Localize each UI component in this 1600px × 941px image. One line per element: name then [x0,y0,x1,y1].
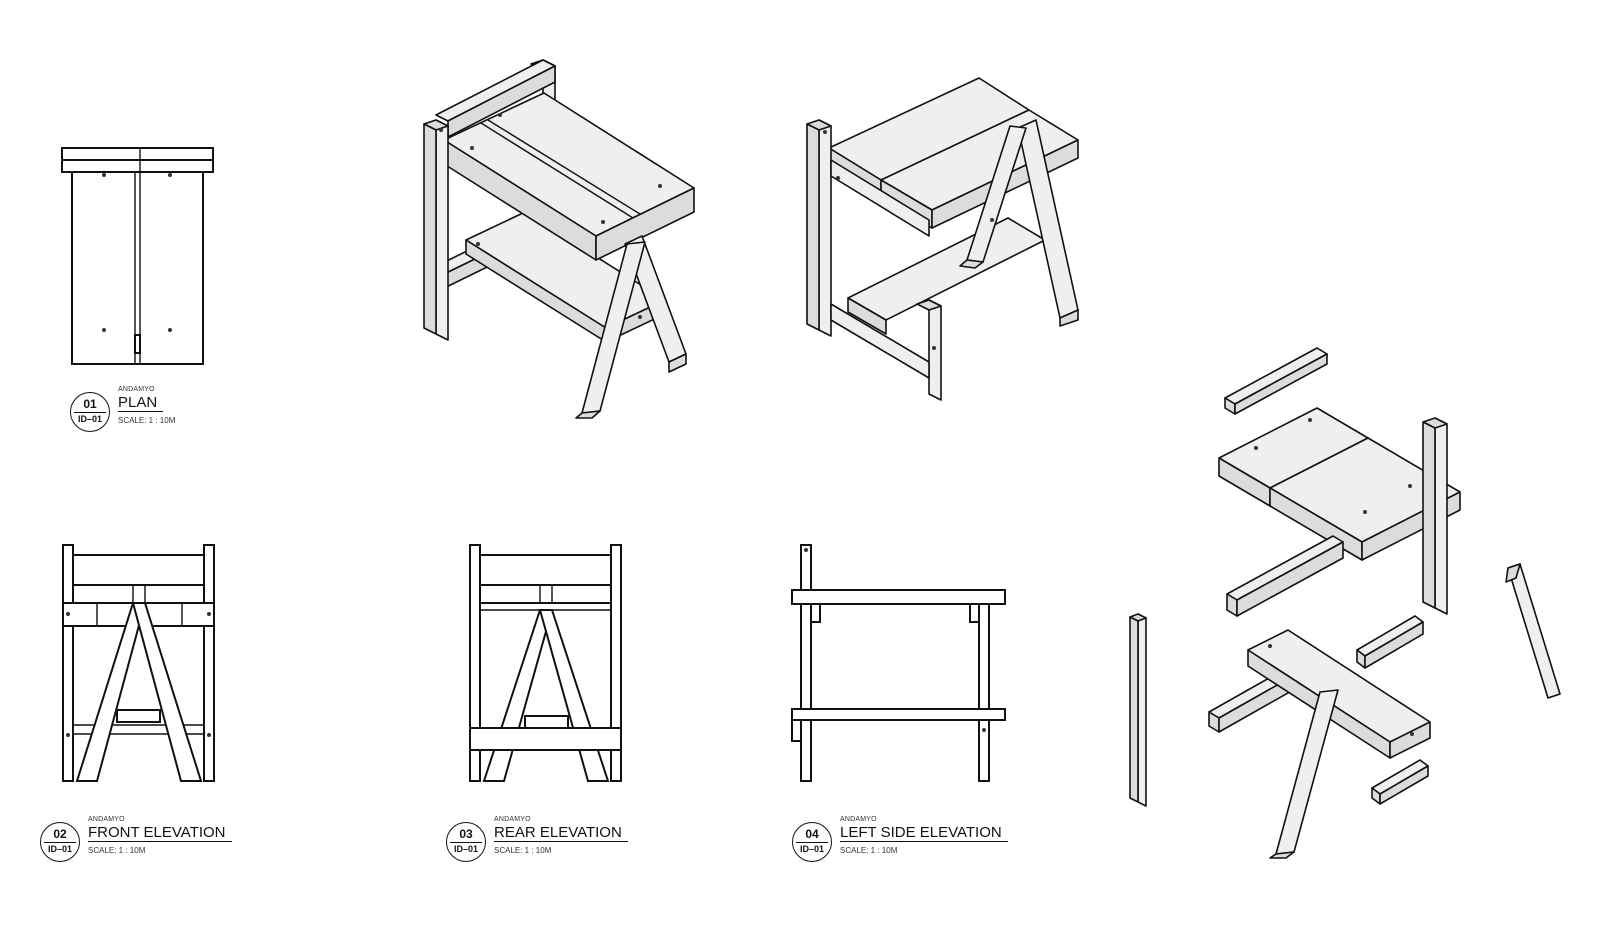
isometric-view-front [423,59,695,419]
sheet-id: ID–01 [453,844,479,854]
view-title: REAR ELEVATION [494,824,628,842]
view-scale: SCALE: 1 : 10M [118,416,176,425]
view-tag-left-side-elevation: 04 ID–01 ANDAMYO LEFT SIDE ELEVATION SCA… [792,816,1112,872]
front-elevation-view [62,544,215,782]
view-number-bubble: 01 ID–01 [70,392,110,432]
view-number: 03 [459,827,473,841]
view-number-bubble: 03 ID–01 [446,822,486,862]
view-scale: SCALE: 1 : 10M [88,846,146,855]
brand-label: ANDAMYO [118,386,155,393]
sheet-id: ID–01 [799,844,825,854]
sheet-id: ID–01 [77,414,103,424]
exploded-view [1129,347,1561,859]
view-tag-rear-elevation: 03 ID–01 ANDAMYO REAR ELEVATION SCALE: 1… [446,816,766,872]
view-title: FRONT ELEVATION [88,824,232,842]
brand-label: ANDAMYO [494,816,531,823]
view-number-bubble: 04 ID–01 [792,822,832,862]
view-scale: SCALE: 1 : 10M [494,846,552,855]
rear-elevation-view [469,544,622,782]
view-number: 02 [53,827,67,841]
sheet-id: ID–01 [47,844,73,854]
view-tag-front-elevation: 02 ID–01 ANDAMYO FRONT ELEVATION SCALE: … [40,816,360,872]
brand-label: ANDAMYO [88,816,125,823]
brand-label: ANDAMYO [840,816,877,823]
plan-view [61,147,214,365]
view-scale: SCALE: 1 : 10M [840,846,898,855]
view-title: PLAN [118,394,164,412]
view-number: 01 [83,397,97,411]
left-side-elevation-view [791,544,1006,782]
view-tag-plan: 01 ID–01 ANDAMYO PLAN SCALE: 1 : 10M [70,386,390,442]
view-number-bubble: 02 ID–01 [40,822,80,862]
view-title: LEFT SIDE ELEVATION [840,824,1008,842]
view-number: 04 [805,827,819,841]
isometric-view-rear [806,77,1079,401]
